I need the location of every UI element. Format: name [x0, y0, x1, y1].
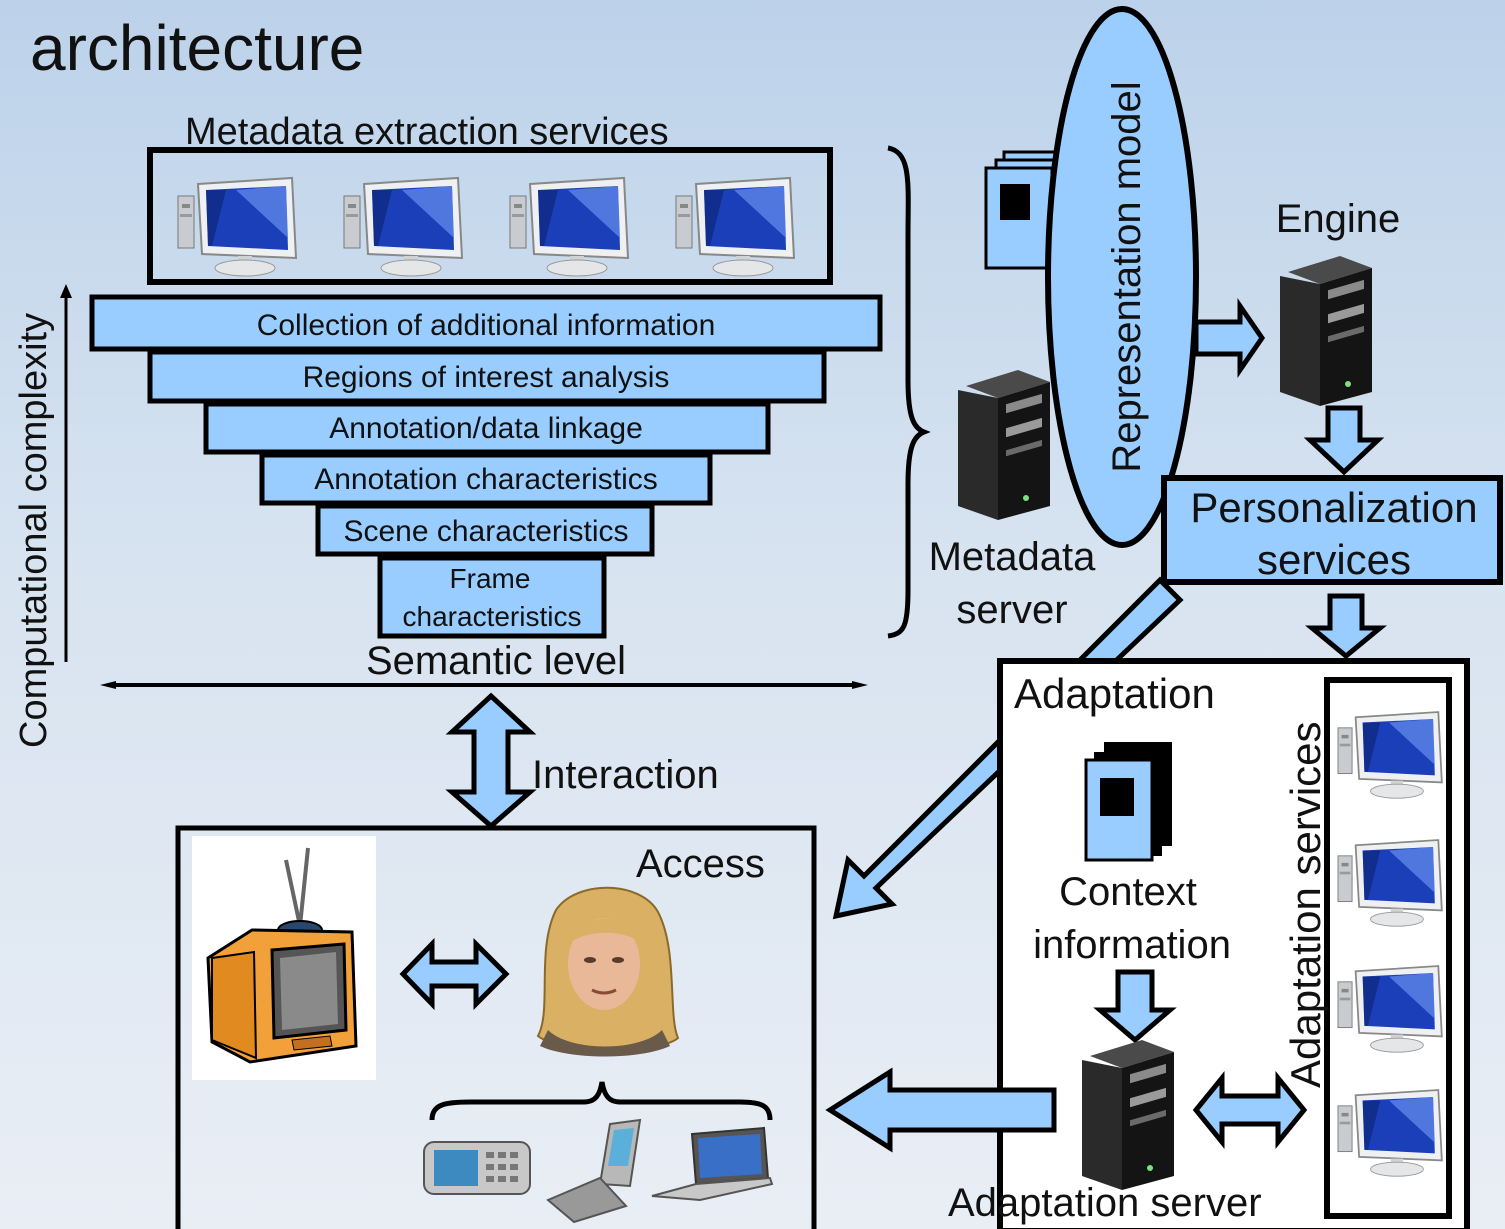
tv-person-arrow [399, 937, 510, 1011]
context-document-icon [1084, 742, 1172, 862]
semantic-arrowhead-left [100, 681, 116, 689]
monitor-icon [675, 177, 795, 277]
interaction-label: Interaction [532, 753, 719, 797]
personalization-services-box [1161, 475, 1503, 585]
engine-label: Engine [1276, 197, 1401, 241]
layer-label: Annotation characteristics [314, 463, 658, 496]
person-avatar [536, 886, 680, 1057]
brace [887, 145, 931, 639]
model-to-engine-arrow [1193, 297, 1266, 379]
layer-label: Collection of additional information [257, 309, 716, 342]
layer-bar [203, 401, 771, 455]
layer-label: Scene characteristics [343, 515, 628, 548]
monitor-icon [343, 177, 463, 277]
extraction-header: Metadata extraction services [185, 111, 669, 153]
context-label: Context [1059, 870, 1197, 914]
context-label: information [1033, 923, 1231, 967]
layer-label: Regions of interest analysis [303, 361, 670, 394]
adaptation-server-label: Adaptation server [948, 1181, 1262, 1225]
layer-bar [89, 294, 883, 352]
layer-bar [147, 349, 827, 404]
devices-brace [429, 1081, 773, 1121]
frame-label: Frame [450, 563, 531, 594]
flip-phone-icon [546, 1118, 642, 1224]
personalization-label: Personalization [1190, 484, 1477, 531]
engine-to-personalization-arrow [1303, 405, 1385, 476]
personalization-label: services [1257, 536, 1411, 583]
metadata-server-icon [958, 370, 1050, 520]
monitor-icon [509, 177, 629, 277]
frame-label: characteristics [403, 601, 582, 632]
adaptation-services-box [1324, 677, 1452, 1219]
metadata-server-label: server [956, 588, 1067, 632]
semantic-axis-label: Semantic level [366, 639, 626, 683]
monitor-icon [177, 177, 297, 277]
layer-bar [377, 555, 607, 639]
tv-icon [192, 836, 376, 1080]
slide-title: architecture [30, 12, 364, 84]
laptop-icon [651, 1126, 774, 1202]
adaptation-label: Adaptation [1014, 670, 1215, 717]
metadata-server-label: Metadata [929, 535, 1097, 579]
personalization-to-adaptation-arrow [1305, 593, 1387, 660]
layer-bar [259, 452, 713, 506]
adaptation-services-label: Adaptation services [1282, 721, 1329, 1088]
layer-label: Annotation/data linkage [329, 412, 643, 445]
complexity-arrowhead [60, 284, 72, 298]
access-label: Access [636, 842, 765, 886]
context-to-server-arrow [1093, 969, 1177, 1044]
access-box [175, 825, 817, 1229]
extraction-services-box [147, 147, 833, 285]
adaptation-to-access-arrow [825, 1067, 1057, 1153]
server-services-arrow [1192, 1070, 1308, 1150]
engine-server-icon [1280, 256, 1372, 406]
representation-model [1045, 6, 1199, 548]
semantic-arrowhead-right [852, 681, 868, 689]
interaction-arrow [445, 692, 537, 830]
representation-model-label: Representation model [1105, 81, 1149, 472]
layer-bar [315, 503, 655, 557]
phone-icon [423, 1141, 531, 1195]
complexity-axis-label: Computational complexity [13, 313, 55, 748]
